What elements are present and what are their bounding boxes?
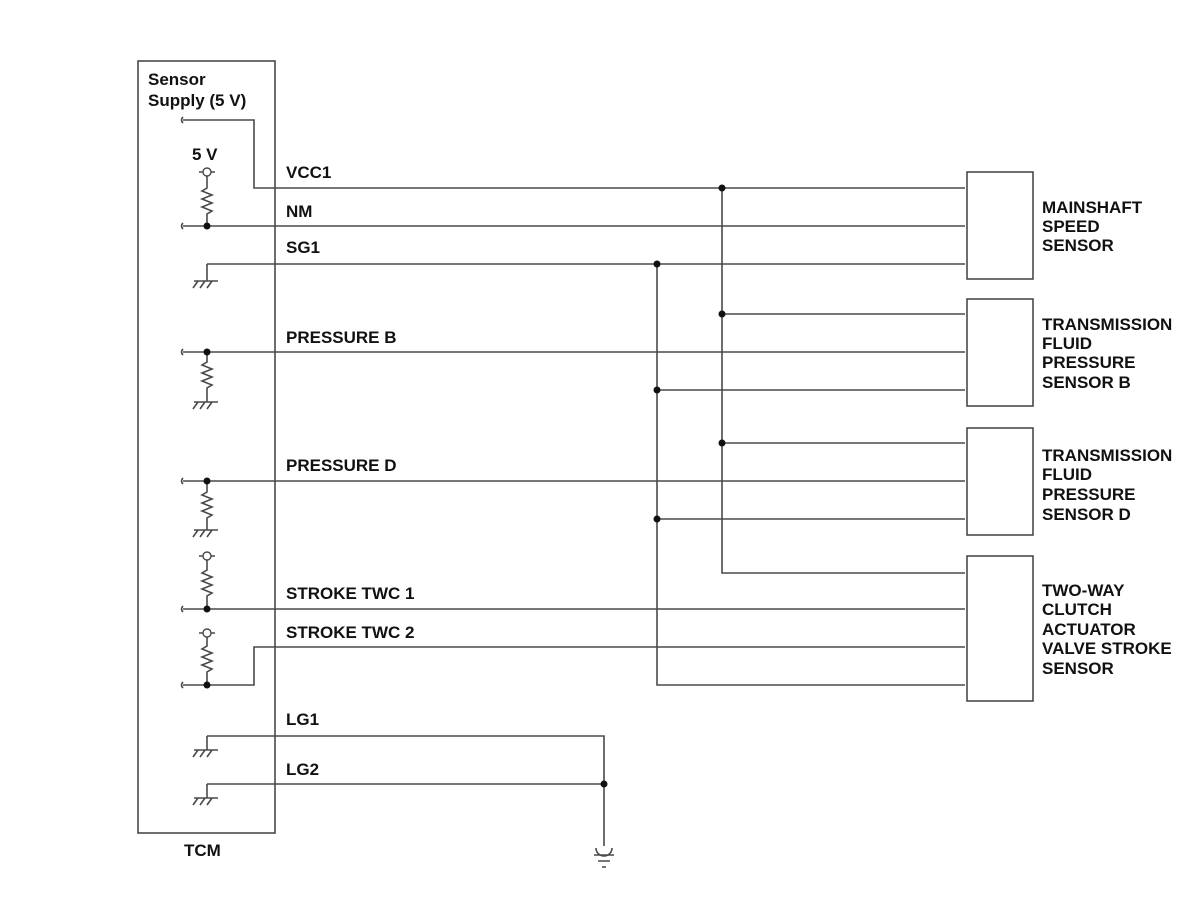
sensor-label-mainshaft: MAINSHAFT SPEED SENSOR (1042, 198, 1143, 255)
svg-text:FLUID: FLUID (1042, 334, 1092, 353)
pressure-d-label: PRESSURE D (286, 456, 397, 475)
nm-label: NM (286, 202, 312, 221)
pressure-b-label: PRESSURE B (286, 328, 397, 347)
vcc1-label: VCC1 (286, 163, 331, 182)
nm-wire (180, 222, 965, 230)
svg-text:VALVE STROKE: VALVE STROKE (1042, 639, 1172, 658)
svg-text:TRANSMISSION: TRANSMISSION (1042, 446, 1172, 465)
tcm-box (137, 60, 276, 834)
body-ground-icon (594, 847, 614, 868)
svg-text:ACTUATOR: ACTUATOR (1042, 620, 1136, 639)
pressure-sensor-b-box (966, 298, 1034, 407)
sensor-supply-label-1: Sensor (148, 70, 206, 89)
sensor-label-twc-stroke: TWO-WAY CLUTCH ACTUATOR VALVE STROKE SEN… (1042, 581, 1172, 678)
svg-text:TRANSMISSION: TRANSMISSION (1042, 315, 1172, 334)
lg1-wire (192, 735, 605, 846)
svg-text:SENSOR: SENSOR (1042, 236, 1114, 255)
svg-text:SENSOR D: SENSOR D (1042, 505, 1131, 524)
svg-text:CLUTCH: CLUTCH (1042, 600, 1112, 619)
sg1-wire (192, 263, 965, 686)
mainshaft-speed-sensor-box (966, 171, 1034, 280)
stroke-twc2-wire (180, 628, 965, 689)
svg-text:SENSOR: SENSOR (1042, 659, 1114, 678)
pressure-b-wire (180, 348, 965, 410)
svg-text:FLUID: FLUID (1042, 465, 1092, 484)
junction-dots (203, 184, 726, 788)
tcm-label: TCM (184, 841, 221, 860)
svg-text:TWO-WAY: TWO-WAY (1042, 581, 1125, 600)
svg-text:SPEED: SPEED (1042, 217, 1100, 236)
sensor-label-pressure-b: TRANSMISSION FLUID PRESSURE SENSOR B (1042, 315, 1172, 392)
svg-text:PRESSURE: PRESSURE (1042, 353, 1136, 372)
sg1-label: SG1 (286, 238, 320, 257)
pressure-d-wire (180, 477, 965, 538)
voltage-label: 5 V (192, 145, 218, 164)
sensor-supply-label-2: Supply (5 V) (148, 91, 246, 110)
stroke-twc2-label: STROKE TWC 2 (286, 623, 414, 642)
stroke-twc1-label: STROKE TWC 1 (286, 584, 414, 603)
lg2-label: LG2 (286, 760, 319, 779)
stroke-twc1-wire (180, 551, 965, 613)
sensor-label-pressure-d: TRANSMISSION FLUID PRESSURE SENSOR D (1042, 446, 1172, 524)
resistor-nm (199, 167, 215, 226)
svg-text:MAINSHAFT: MAINSHAFT (1042, 198, 1143, 217)
svg-text:SENSOR B: SENSOR B (1042, 373, 1131, 392)
pressure-sensor-d-box (966, 427, 1034, 536)
lg2-wire (192, 783, 604, 806)
lg1-label: LG1 (286, 710, 319, 729)
twc-stroke-sensor-box (966, 555, 1034, 702)
svg-text:PRESSURE: PRESSURE (1042, 485, 1136, 504)
